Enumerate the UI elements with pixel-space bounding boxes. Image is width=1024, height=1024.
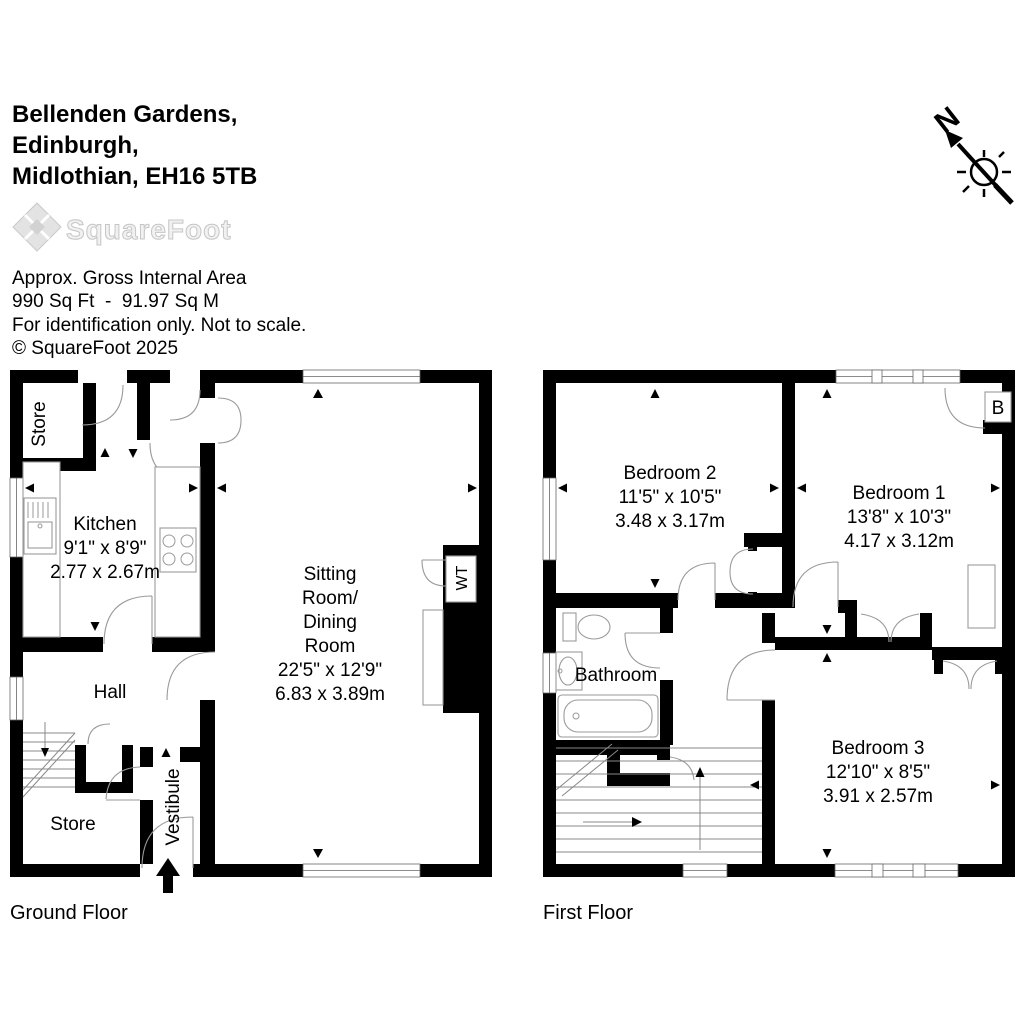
gf-dimension-arrows [25, 389, 477, 858]
address-line-3: Midlothian, EH16 5TB [12, 163, 257, 190]
ff-labels: Bedroom 2 11'5" x 10'5" 3.48 x 3.17m Bed… [575, 398, 1005, 807]
label-vestibule: Vestibule [163, 768, 184, 845]
label-bathroom: Bathroom [575, 665, 657, 686]
label-bedroom3: Bedroom 3 [832, 738, 925, 759]
label-hall: Hall [94, 682, 127, 703]
label-bedroom1-imperial: 13'8" x 10'3" [847, 507, 951, 528]
wt-cupboard [445, 555, 477, 603]
label-sitting-imperial: 22'5" x 12'9" [278, 660, 382, 681]
area-line-3: For identification only. Not to scale. [12, 315, 306, 336]
area-line-4: © SquareFoot 2025 [12, 338, 178, 359]
label-bedroom3-metric: 3.91 x 2.57m [823, 786, 933, 807]
ff-walls [543, 370, 1015, 877]
squarefoot-logo: SquareFoot [12, 202, 232, 252]
ground-floor-caption: Ground Floor [10, 902, 128, 924]
label-sitting-2: Room/ [302, 588, 359, 609]
label-bedroom2: Bedroom 2 [624, 463, 717, 484]
label-bedroom3-imperial: 12'10" x 8'5" [826, 762, 930, 783]
ff-dimension-arrows [558, 389, 1000, 858]
header: Bellenden Gardens, Edinburgh, Midlothian… [12, 101, 1014, 359]
label-bedroom2-imperial: 11'5" x 10'5" [619, 487, 722, 508]
first-floor-plan: Bedroom 2 11'5" x 10'5" 3.48 x 3.17m Bed… [542, 369, 1015, 924]
property-address: Bellenden Gardens, Edinburgh, Midlothian… [12, 101, 257, 190]
ff-fixtures [555, 391, 1012, 738]
label-boiler: B [992, 398, 1005, 419]
gf-labels: Store Kitchen 9'1" x 8'9" 2.77 x 2.67m S… [29, 401, 471, 845]
label-kitchen-metric: 2.77 x 2.67m [50, 562, 160, 583]
label-bedroom2-metric: 3.48 x 3.17m [615, 511, 725, 532]
first-floor-caption: First Floor [543, 902, 633, 924]
label-sitting-1: Sitting [304, 564, 357, 585]
label-sitting-metric: 6.83 x 3.89m [275, 684, 385, 705]
kitchen-sink-icon [23, 497, 57, 555]
label-store-top: Store [29, 401, 50, 446]
bathtub-icon [557, 694, 659, 738]
sun-icon [957, 150, 1014, 205]
area-line-1: Approx. Gross Internal Area [12, 268, 247, 289]
ground-floor-plan: Store Kitchen 9'1" x 8'9" 2.77 x 2.67m S… [9, 369, 492, 924]
toilet-icon [562, 612, 611, 642]
ff-windows [542, 369, 961, 878]
gf-fixtures [22, 461, 477, 706]
gf-entrance-arrow-icon [156, 858, 180, 893]
address-line-2: Edinburgh, [12, 132, 139, 159]
gf-stairs [22, 722, 76, 798]
address-line-1: Bellenden Gardens, [12, 101, 237, 128]
ff-doors [624, 387, 998, 781]
gf-windows [9, 369, 421, 878]
kitchen-hob-icon [159, 527, 197, 573]
bedroom1-recess [967, 564, 996, 629]
area-info: Approx. Gross Internal Area 990 Sq Ft - … [12, 268, 306, 359]
label-bedroom1: Bedroom 1 [853, 483, 946, 504]
label-sitting-3: Dining [303, 612, 357, 633]
label-store-bottom: Store [50, 814, 95, 835]
chimney-recess [422, 609, 444, 706]
label-wt: WT [454, 565, 471, 590]
logo-text: SquareFoot [66, 214, 232, 245]
area-line-2: 990 Sq Ft - 91.97 Sq M [12, 291, 219, 312]
logo-diamond-icon [12, 202, 62, 252]
ff-stairs [555, 743, 762, 853]
label-sitting-4: Room [305, 636, 356, 657]
label-kitchen-imperial: 9'1" x 8'9" [63, 538, 146, 559]
basin-icon [555, 651, 583, 691]
boiler-cupboard [984, 391, 1012, 423]
label-kitchen: Kitchen [73, 514, 136, 535]
label-bedroom1-metric: 4.17 x 3.12m [844, 531, 954, 552]
